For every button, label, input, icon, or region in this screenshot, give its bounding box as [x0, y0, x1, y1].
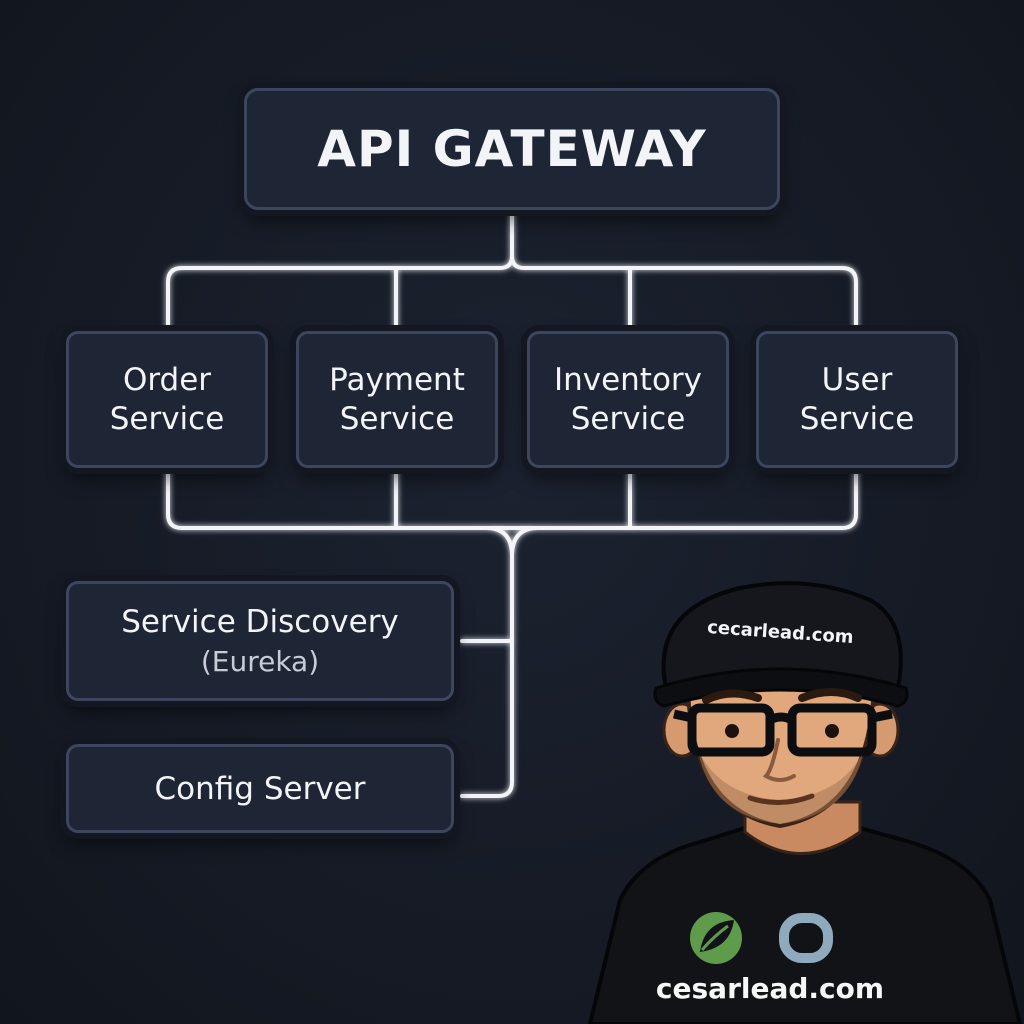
avatar-brow-right	[798, 688, 862, 702]
connector-infra-join	[510, 526, 540, 558]
connector-infra-trunk	[460, 526, 514, 798]
config-server-label: Config Server	[154, 770, 366, 807]
api-gateway-box: API GATEWAY	[244, 88, 780, 210]
avatar-mouth	[747, 793, 815, 806]
connector-services-bus	[166, 466, 858, 530]
avatar-shirt-text: cesarlead.com	[656, 972, 884, 1005]
service-discovery-box: Service Discovery (Eureka)	[66, 581, 454, 701]
avatar-cap-brim	[653, 667, 909, 708]
avatar-eye-right	[825, 724, 839, 738]
order-service-box: Order Service	[66, 331, 268, 468]
service-discovery-label: Service Discovery	[121, 604, 399, 640]
api-gateway-label: API GATEWAY	[317, 120, 707, 178]
service-discovery-sublabel: (Eureka)	[200, 645, 320, 678]
ring-o-icon	[779, 913, 833, 963]
spring-leaf-icon	[690, 912, 742, 964]
config-server-box: Config Server	[66, 744, 454, 833]
avatar-glasses	[673, 703, 893, 757]
connector-gateway-stem	[166, 208, 514, 333]
order-service-line1: Order	[122, 361, 212, 398]
avatar-nose	[762, 738, 796, 782]
avatar-brow-left	[702, 689, 762, 704]
avatar-cap	[661, 581, 903, 690]
order-service-line2: Service	[109, 400, 225, 437]
payment-service-line2: Service	[339, 400, 455, 437]
payment-service-box: Payment Service	[296, 331, 498, 468]
user-service-line1: User	[821, 361, 893, 398]
avatar-stubble	[698, 750, 864, 824]
inventory-service-box: Inventory Service	[527, 331, 729, 468]
inventory-service-line2: Service	[570, 400, 686, 437]
payment-service-line1: Payment	[329, 361, 465, 398]
avatar-eye-left	[725, 724, 739, 738]
connector-gateway-right	[510, 254, 858, 333]
user-service-line2: Service	[799, 400, 915, 437]
avatar-illustration: cecarlead.com cesarlead.com	[587, 581, 1023, 1024]
inventory-service-line1: Inventory	[553, 361, 703, 398]
user-service-box: User Service	[756, 331, 958, 468]
